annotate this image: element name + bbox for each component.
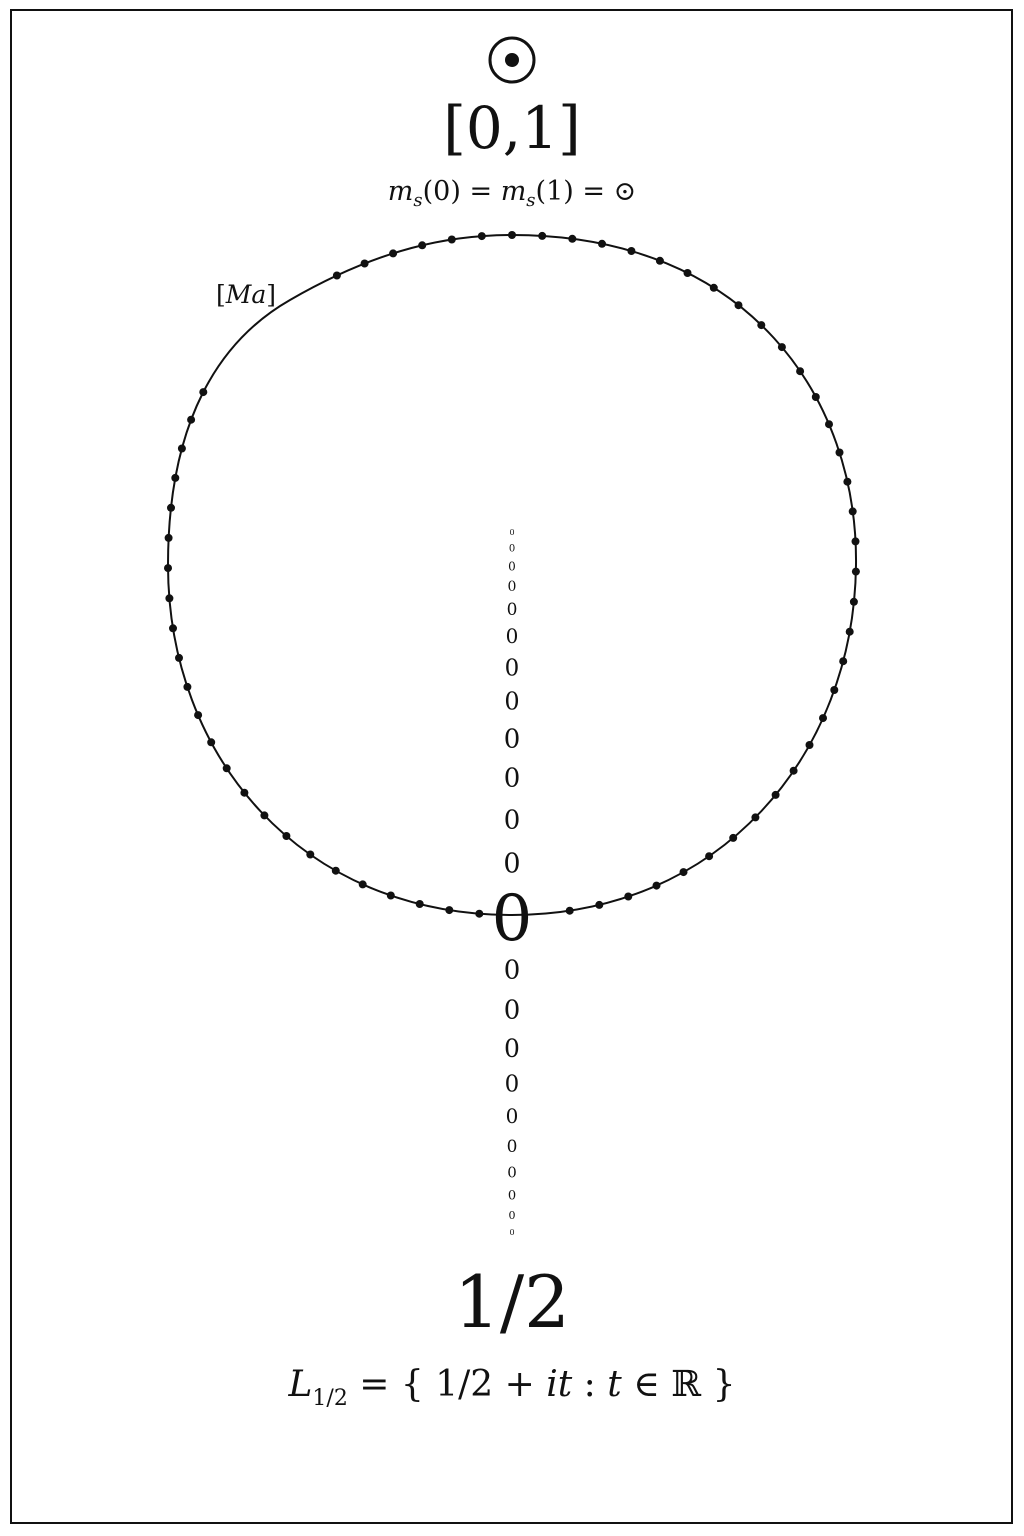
chain-zero: 0	[504, 955, 521, 985]
loop-dot	[445, 906, 454, 915]
loop-dot	[538, 231, 547, 240]
loop-dot	[568, 234, 577, 243]
zero-chain: 0 0 0 0 0 0 0 0 0 0 0 0 0 0 0 0 0 0 0 0 0 0	[503, 528, 520, 1237]
loop-dot	[796, 367, 805, 376]
loop-dot	[164, 564, 172, 573]
loop-dot	[811, 393, 820, 401]
chain-zero: 0	[504, 805, 521, 835]
origin-zero: 0	[492, 882, 533, 956]
chain-zero: 0	[505, 1071, 520, 1097]
figure-frame	[10, 9, 1013, 1524]
loop-dot	[805, 741, 814, 749]
loop-dot	[845, 627, 854, 636]
chain-zero: 0	[503, 849, 520, 880]
loop-dot	[771, 790, 780, 799]
critical-line-definition: L1/2 = { 1/2 + it : t ∈ ℝ }	[288, 1364, 736, 1411]
chain-zero: 0	[504, 763, 521, 793]
loop-dot	[171, 473, 180, 482]
loop-dot	[683, 269, 692, 277]
loop-dot	[167, 503, 175, 512]
loop-dot	[789, 766, 798, 775]
loop-dot	[757, 321, 766, 330]
chain-zero: 0	[506, 624, 519, 648]
loop-dot	[508, 231, 516, 239]
loop-dot	[835, 448, 844, 457]
chain-zero: 0	[508, 1189, 516, 1204]
chain-zero: 0	[508, 559, 516, 573]
chain-zero: 0	[505, 655, 520, 681]
loop-dot	[177, 444, 186, 453]
loop-dot	[165, 594, 174, 603]
chain-zero: 0	[504, 1034, 520, 1063]
loop-curve	[166, 233, 858, 917]
loop-dot	[175, 653, 183, 662]
chain-zero: 0	[506, 1104, 519, 1128]
loop-dot	[389, 249, 398, 258]
loop-dot	[652, 881, 661, 890]
loop-dot	[164, 533, 173, 542]
loop-dot	[729, 833, 738, 842]
loop-dot	[386, 891, 395, 900]
loop-dot	[260, 811, 269, 820]
loop-dot	[418, 241, 427, 250]
circled-dot-icon	[488, 36, 536, 84]
loop-dot	[830, 686, 839, 694]
loop-dot	[848, 507, 857, 516]
loop-dot	[851, 537, 860, 546]
loop-dot	[207, 738, 216, 747]
loop-dot	[358, 880, 367, 889]
loop-dot	[282, 832, 291, 840]
half-label: 1/2	[454, 1260, 570, 1344]
chain-zero: 0	[508, 579, 517, 595]
loop-dot	[843, 477, 852, 486]
loop-dot	[475, 909, 484, 918]
loop-dot	[565, 906, 574, 915]
chain-zero: 0	[509, 1228, 514, 1237]
chain-zero: 0	[507, 600, 518, 620]
chain-zero: 0	[509, 528, 514, 537]
loop-dots	[164, 231, 860, 918]
loop-dot	[624, 892, 633, 901]
loop-dot	[679, 868, 688, 877]
loop-dot	[240, 788, 249, 797]
loop-dot	[331, 866, 340, 875]
loop-dot	[705, 852, 714, 861]
loop-dot	[447, 235, 456, 244]
equation-label: ms(0) = ms(1) = ⊙	[388, 176, 636, 211]
loop-dot	[199, 388, 208, 397]
loop-dot	[595, 900, 604, 909]
loop-dot	[825, 420, 833, 429]
loop-dot	[627, 247, 636, 255]
loop-dot	[306, 850, 315, 859]
loop-dot	[360, 259, 369, 268]
loop-dot	[194, 711, 203, 720]
loop-dot	[819, 714, 827, 723]
loop-dot	[849, 597, 858, 606]
chain-zero: 0	[507, 1137, 518, 1157]
loop-dot	[187, 415, 196, 424]
loop-dot	[477, 232, 486, 241]
loop-dot	[734, 301, 743, 310]
loop-dot	[709, 283, 718, 292]
chain-zero: 0	[504, 995, 521, 1025]
interval-label: [0,1]	[443, 94, 581, 162]
chain-zero: 0	[509, 544, 515, 555]
loop-dot	[222, 764, 231, 773]
chain-zero: 0	[504, 688, 519, 716]
chain-zero: 0	[507, 1163, 517, 1181]
loop-dot	[839, 657, 848, 666]
loop-dot	[598, 239, 606, 248]
loop-dot	[332, 271, 341, 280]
loop-dot	[183, 682, 192, 691]
chain-zero: 0	[509, 1209, 516, 1222]
loop-dot	[851, 567, 860, 576]
chain-zero: 0	[504, 724, 521, 754]
loop-label: [Ma]	[216, 280, 276, 309]
loop-dot	[777, 343, 786, 352]
loop-dot	[655, 256, 664, 265]
loop-dot	[751, 813, 760, 822]
loop-dot	[169, 624, 177, 633]
loop-dot	[415, 900, 424, 908]
